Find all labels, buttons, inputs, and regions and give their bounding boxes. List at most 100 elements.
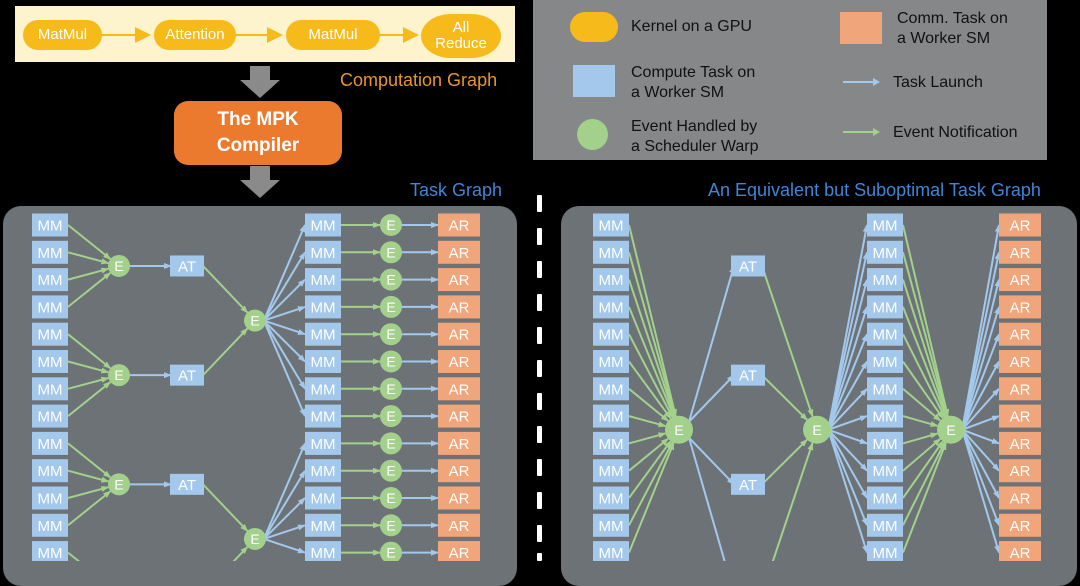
event-notification-edge	[202, 265, 249, 314]
event-notification-edge	[202, 327, 249, 376]
svg-text:AR: AR	[1010, 491, 1031, 508]
allreduce-task: AR	[999, 404, 1041, 428]
svg-text:AR: AR	[1010, 436, 1031, 453]
svg-text:E: E	[386, 272, 395, 288]
allreduce-task: AR	[438, 513, 480, 537]
svg-text:MM: MM	[873, 381, 898, 398]
task-launch-edge	[827, 429, 868, 472]
task-launch-edge	[827, 388, 868, 431]
divider-dash	[537, 228, 542, 245]
svg-text:AR: AR	[1010, 381, 1031, 398]
task-launch-edge	[961, 360, 1000, 431]
event-node: E	[244, 527, 266, 550]
allreduce-task: AR	[999, 295, 1041, 319]
kernel-attention: Attention	[154, 20, 236, 50]
divider-dash	[537, 426, 542, 443]
task-launch-edge	[827, 429, 868, 527]
svg-text:AR: AR	[449, 436, 470, 453]
divider-dash	[537, 327, 542, 344]
svg-text:AR: AR	[449, 218, 470, 235]
svg-text:AR: AR	[449, 381, 470, 398]
event-notification-edge	[761, 265, 814, 418]
svg-text:E: E	[386, 463, 395, 479]
event-notification-edge	[67, 360, 110, 374]
task-launch-edge	[827, 360, 868, 431]
matmul-task: MM	[593, 322, 629, 346]
event-notification-edge	[628, 432, 667, 445]
matmul-task: MM	[32, 486, 68, 510]
svg-text:AR: AR	[1010, 245, 1031, 262]
event-notification-edge	[628, 441, 675, 553]
svg-text:AR: AR	[449, 518, 470, 535]
task-launch-edge	[262, 320, 306, 418]
matmul-task: MM	[593, 459, 629, 483]
svg-text:AR: AR	[1010, 545, 1031, 561]
svg-text:MM: MM	[38, 327, 63, 344]
svg-text:E: E	[386, 381, 395, 397]
matmul-task: MM	[593, 486, 629, 510]
computation-graph-arrows	[102, 27, 419, 43]
event-notification-edge	[628, 441, 674, 526]
event-node: E	[380, 459, 402, 482]
svg-text:AR: AR	[1010, 409, 1031, 426]
matmul-task: MM	[32, 268, 68, 292]
attention-task: AT	[170, 364, 204, 386]
event-node: E	[380, 377, 402, 400]
allreduce-task: AR	[438, 322, 480, 346]
event-notification-edge	[902, 438, 942, 472]
svg-text:MM: MM	[311, 354, 336, 371]
task-launch-edge	[688, 437, 735, 486]
allreduce-task: AR	[438, 404, 480, 428]
task-launch-arrow-icon	[843, 78, 880, 86]
task-launch-edge	[263, 305, 306, 322]
svg-text:MM: MM	[38, 436, 63, 453]
svg-text:MM: MM	[38, 272, 63, 289]
matmul-task: MM	[32, 431, 68, 455]
task-launch-edge	[263, 538, 306, 554]
task-launch-edge	[827, 333, 868, 431]
svg-text:MM: MM	[38, 299, 63, 316]
task-launch-edge	[263, 524, 306, 540]
svg-text:E: E	[386, 490, 395, 506]
attention-task: AT	[731, 473, 765, 495]
svg-text:MM: MM	[38, 409, 63, 426]
task-launch-edge	[961, 305, 1000, 431]
svg-text:MM: MM	[873, 409, 898, 426]
task-launch-edge	[827, 415, 868, 431]
matmul-task: MM	[32, 513, 68, 537]
attention-task: AT	[170, 255, 204, 277]
matmul-task: MM	[305, 431, 341, 455]
legend-event-line1: Event Handled by	[631, 118, 758, 135]
task-launch-edge	[262, 251, 306, 322]
allreduce-task: AR	[438, 377, 480, 401]
event-notification-edge	[771, 442, 814, 561]
task-launch-edge	[688, 264, 735, 423]
matmul-task: MM	[305, 459, 341, 483]
svg-text:MM: MM	[599, 518, 624, 535]
event-notification-edge	[628, 306, 675, 418]
matmul-task: MM	[305, 322, 341, 346]
svg-text:AR: AR	[1010, 518, 1031, 535]
svg-text:E: E	[386, 545, 395, 561]
event-notification-arrow-icon	[843, 128, 880, 136]
svg-text:MM: MM	[599, 463, 624, 480]
matmul-task: MM	[867, 213, 903, 237]
svg-text:AR: AR	[449, 409, 470, 426]
event-node: E	[108, 254, 130, 277]
legend: Kernel on a GPU Compute Task on a Worker…	[533, 0, 1047, 160]
allreduce-task: AR	[438, 350, 480, 373]
task-launch-edge	[961, 429, 1000, 499]
task-launch-edge	[961, 278, 1001, 430]
task-launch-edge	[827, 428, 868, 445]
svg-text:MM: MM	[311, 409, 336, 426]
svg-text:AR: AR	[449, 491, 470, 508]
task-launch-edge	[827, 305, 868, 431]
event-notification-edge	[902, 415, 939, 427]
event-notification-edge	[67, 469, 110, 483]
matmul-task: MM	[867, 459, 903, 483]
matmul-task: MM	[305, 541, 341, 561]
svg-text:AR: AR	[1010, 299, 1031, 316]
task-launch-edge	[961, 251, 1001, 430]
divider-dash	[537, 525, 542, 542]
event-node: E	[380, 295, 402, 318]
